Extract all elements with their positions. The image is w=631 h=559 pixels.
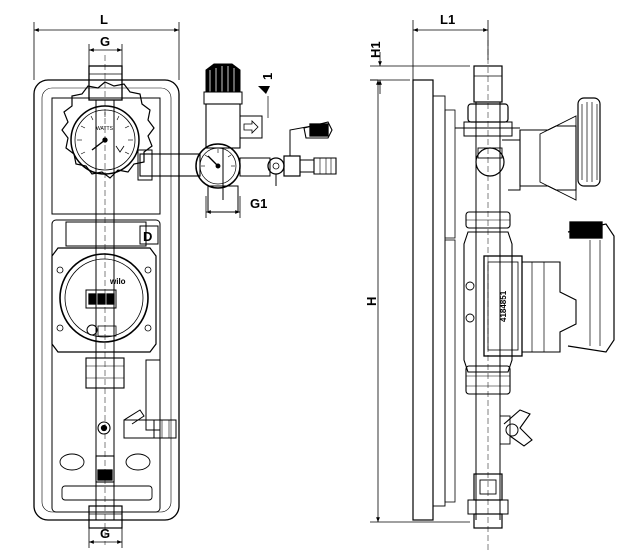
upper-insulation-shell <box>51 97 161 215</box>
dimension-G-bottom: G <box>88 526 123 548</box>
dimension-G1-label: G1 <box>250 196 267 211</box>
dimension-L1-label: L1 <box>440 12 455 27</box>
hose-tail <box>313 157 337 175</box>
circulation-pump: D wilo <box>51 221 159 353</box>
dimension-L: L <box>33 12 180 80</box>
safety-valve: 1 <box>203 63 275 213</box>
side-pump: 4184851 <box>463 221 615 373</box>
valve-marker-icon <box>258 86 270 94</box>
dimension-G-bottom-label: G <box>100 526 110 541</box>
dimension-L-label: L <box>100 12 108 27</box>
dimension-H-label: H <box>364 297 379 306</box>
drain-cap <box>303 121 333 139</box>
dimension-L1: L1 <box>412 12 489 80</box>
dimension-H1-label: H1 <box>368 41 383 58</box>
thermometer-needle <box>91 139 106 151</box>
bottom-pipe-connection <box>88 505 123 529</box>
pressure-gauge <box>195 143 241 189</box>
dimension-G-top: G <box>88 34 123 66</box>
pump-serial: 4184851 <box>499 290 508 322</box>
side-thermometer <box>519 97 601 201</box>
expansion-connection <box>239 121 337 186</box>
svg-text:D: D <box>143 229 152 244</box>
side-upper-shell <box>444 109 456 239</box>
dimension-G-top-label: G <box>100 34 110 49</box>
thermometer-scale <box>77 112 133 155</box>
thermometer: WATTS <box>61 81 155 179</box>
thermometer-brand: WATTS <box>96 126 114 132</box>
pump-brand: wilo <box>109 277 126 286</box>
side-top-connection <box>473 65 503 103</box>
mounting-slot-left <box>59 453 85 471</box>
dimension-H: H <box>364 79 470 523</box>
mounting-slot-right <box>125 453 151 471</box>
lower-pipe-assembly <box>59 357 177 529</box>
pump-control-box <box>567 223 615 353</box>
front-view: L G <box>33 12 337 548</box>
side-bottom-connection <box>473 513 503 529</box>
side-back-plate <box>412 79 434 521</box>
dimension-G1: G1 <box>205 196 267 218</box>
top-pipe-connection <box>88 65 123 101</box>
valve-marking: 1 <box>260 73 275 80</box>
check-valve-lever <box>123 409 145 425</box>
side-view: L1 H1 H <box>364 12 615 550</box>
side-wing-nut <box>499 409 533 447</box>
side-lower-shell <box>444 239 456 503</box>
lower-hose-tail <box>154 419 177 439</box>
dimension-H1: H1 <box>368 41 470 94</box>
safety-branch-pipe <box>139 153 201 177</box>
